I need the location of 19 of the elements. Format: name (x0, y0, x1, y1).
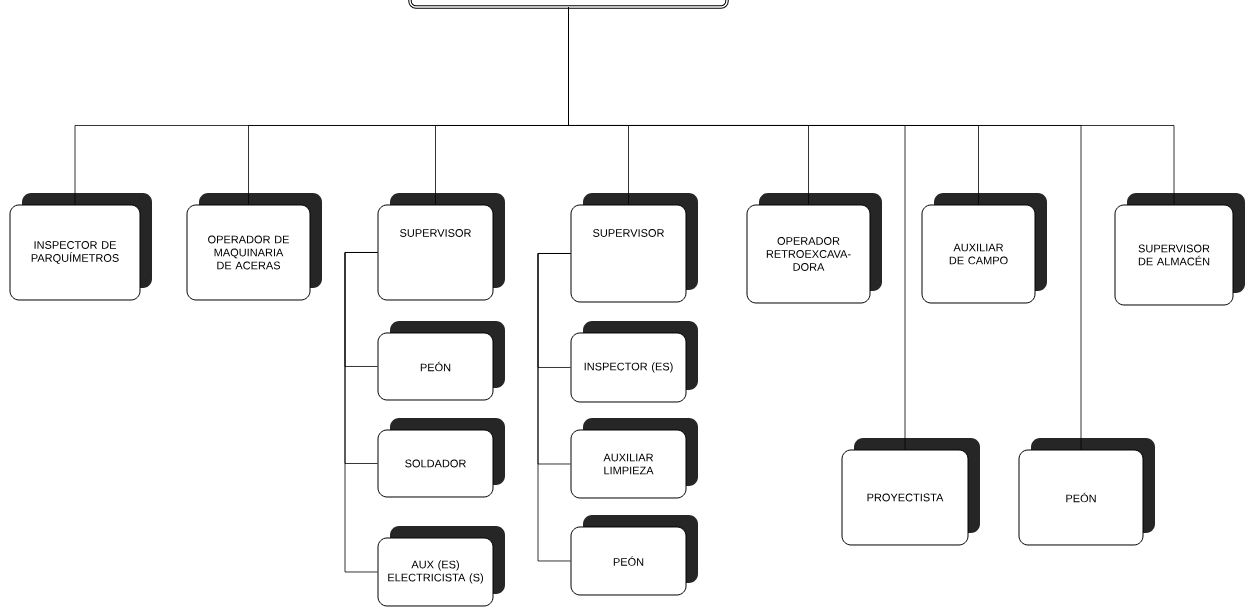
position-box: AUX (ES) ELECTRICISTA (S) (377, 526, 505, 607)
position-box: PROYECTISTA (841, 438, 980, 546)
position-box: OPERADOR RETROEXCAVA-DORA (746, 193, 882, 304)
position-box: SOLDADOR (377, 418, 505, 498)
connector-line (537, 253, 571, 562)
position-box: INSPECTOR DE PARQUÍMETROS (9, 193, 152, 301)
position-box: SUPERVISOR DE ALMACÉN (1114, 193, 1245, 306)
connector-line (568, 7, 1175, 205)
position-box: OPERADOR DE MAQUINARIA DE ACERAS (186, 193, 322, 301)
position-box: AUXILIAR LIMPIEZA (570, 418, 698, 499)
position-box: AUXILIAR DE CAMPO (921, 193, 1047, 304)
position-box: SUPERVISOR (570, 193, 698, 303)
position-box: PEÓN (377, 321, 505, 401)
position-box: SUPERVISOR (377, 193, 505, 301)
position-box: INSPECTOR (ES) (570, 321, 698, 403)
position-box: PEÓN (1018, 438, 1155, 546)
connector-line (344, 252, 378, 573)
title-box (408, 0, 729, 9)
position-box: PEÓN (570, 515, 698, 596)
